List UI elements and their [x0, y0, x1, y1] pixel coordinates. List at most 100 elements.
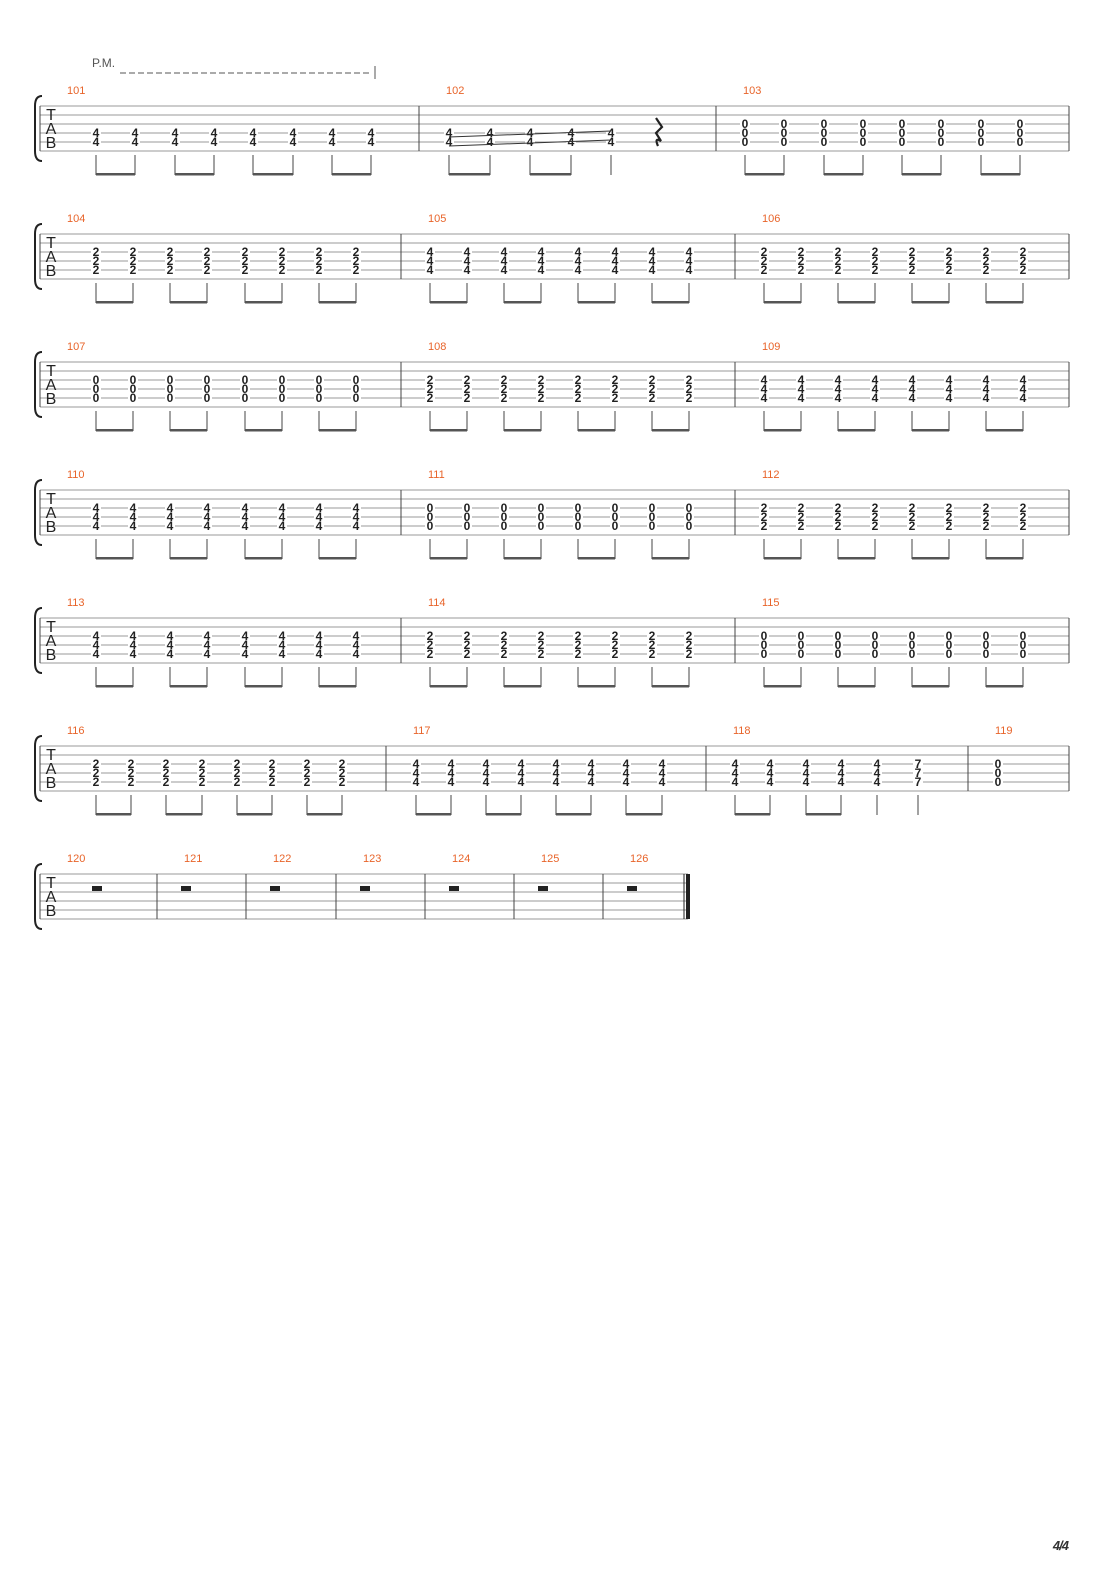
fret-number: 2: [93, 757, 100, 771]
fret-number: 4: [803, 775, 810, 789]
fret-number: 0: [316, 391, 323, 405]
fret-number: 0: [835, 638, 842, 652]
fret-bg: [314, 247, 324, 257]
fret-bg: [944, 247, 954, 257]
fret-number: 2: [199, 757, 206, 771]
fret-number: 4: [623, 757, 630, 771]
fret-number: 4: [93, 126, 100, 140]
fret-number: 0: [899, 126, 906, 140]
fret-bg: [796, 247, 806, 257]
fret-number: 4: [353, 647, 360, 661]
fret-number: 2: [1020, 245, 1027, 259]
fret-bg: [897, 137, 907, 147]
fret-bg: [165, 256, 175, 266]
fret-number: 4: [353, 510, 360, 524]
fret-number: 2: [353, 245, 360, 259]
fret-bg: [481, 768, 491, 778]
fret-bg: [232, 777, 242, 787]
fret-number: 4: [279, 510, 286, 524]
fret-bg: [610, 631, 620, 641]
fret-number: 2: [761, 501, 768, 515]
fret-number: 2: [199, 766, 206, 780]
fret-bg: [684, 649, 694, 659]
fret-bg: [499, 649, 509, 659]
fret-bg: [128, 521, 138, 531]
fret-number: 4: [612, 254, 619, 268]
fret-number: 0: [612, 519, 619, 533]
tab-clef-letter: A: [46, 377, 57, 394]
tab-clef-letter: A: [46, 761, 57, 778]
fret-bg: [91, 128, 101, 138]
fret-number: 4: [93, 629, 100, 643]
whole-rest: [360, 886, 370, 891]
fret-number: 2: [93, 245, 100, 259]
fret-number: 0: [978, 135, 985, 149]
fret-number: 2: [93, 254, 100, 268]
fret-number: 2: [1020, 263, 1027, 277]
fret-number: 4: [659, 775, 666, 789]
fret-bg: [536, 384, 546, 394]
fret-bg: [91, 777, 101, 787]
fret-bg: [566, 128, 576, 138]
fret-bg: [870, 265, 880, 275]
fret-bg: [267, 759, 277, 769]
fret-bg: [126, 759, 136, 769]
fret-number: 2: [575, 629, 582, 643]
fret-number: 2: [464, 647, 471, 661]
fret-bg: [128, 631, 138, 641]
fret-bg: [573, 256, 583, 266]
fret-number: 2: [909, 254, 916, 268]
fret-number: 4: [448, 757, 455, 771]
fret-bg: [759, 640, 769, 650]
fret-number: 2: [909, 263, 916, 277]
fret-bg: [91, 137, 101, 147]
fret-number: 4: [279, 519, 286, 533]
fret-number: 4: [250, 135, 257, 149]
beam: [912, 301, 949, 304]
fret-number: 2: [946, 254, 953, 268]
fret-bg: [314, 649, 324, 659]
fret-number: 2: [649, 382, 656, 396]
fret-bg: [981, 393, 991, 403]
fret-number: 4: [501, 263, 508, 277]
fret-bg: [232, 759, 242, 769]
fret-bg: [993, 777, 1003, 787]
fret-bg: [91, 393, 101, 403]
fret-number: 2: [872, 245, 879, 259]
fret-bg: [1018, 503, 1028, 513]
fret-bg: [897, 128, 907, 138]
fret-bg: [446, 777, 456, 787]
beam: [96, 685, 133, 688]
fret-bg: [197, 777, 207, 787]
fret-bg: [796, 649, 806, 659]
fret-number: 0: [93, 382, 100, 396]
fret-number: 4: [464, 245, 471, 259]
fret-number: 2: [1020, 519, 1027, 533]
fret-bg: [981, 503, 991, 513]
fret-number: 0: [538, 501, 545, 515]
fret-number: 4: [316, 638, 323, 652]
beam: [626, 813, 662, 816]
fret-number: 4: [93, 519, 100, 533]
fret-bg: [425, 512, 435, 522]
fret-number: 4: [329, 135, 336, 149]
beam: [912, 557, 949, 560]
fret-number: 4: [368, 126, 375, 140]
fret-number: 2: [128, 757, 135, 771]
fret-number: 4: [93, 638, 100, 652]
fret-number: 4: [835, 373, 842, 387]
tab-clef-letter: A: [46, 121, 57, 138]
fret-bg: [351, 649, 361, 659]
fret-bg: [897, 119, 907, 129]
fret-bg: [573, 521, 583, 531]
fret-number: 2: [501, 647, 508, 661]
fret-number: 2: [946, 501, 953, 515]
fret-number: 2: [798, 501, 805, 515]
fret-number: 4: [553, 766, 560, 780]
fret-number: 2: [649, 629, 656, 643]
fret-number: 4: [612, 245, 619, 259]
fret-number: 2: [686, 647, 693, 661]
fret-bg: [759, 631, 769, 641]
fret-number: 0: [983, 647, 990, 661]
